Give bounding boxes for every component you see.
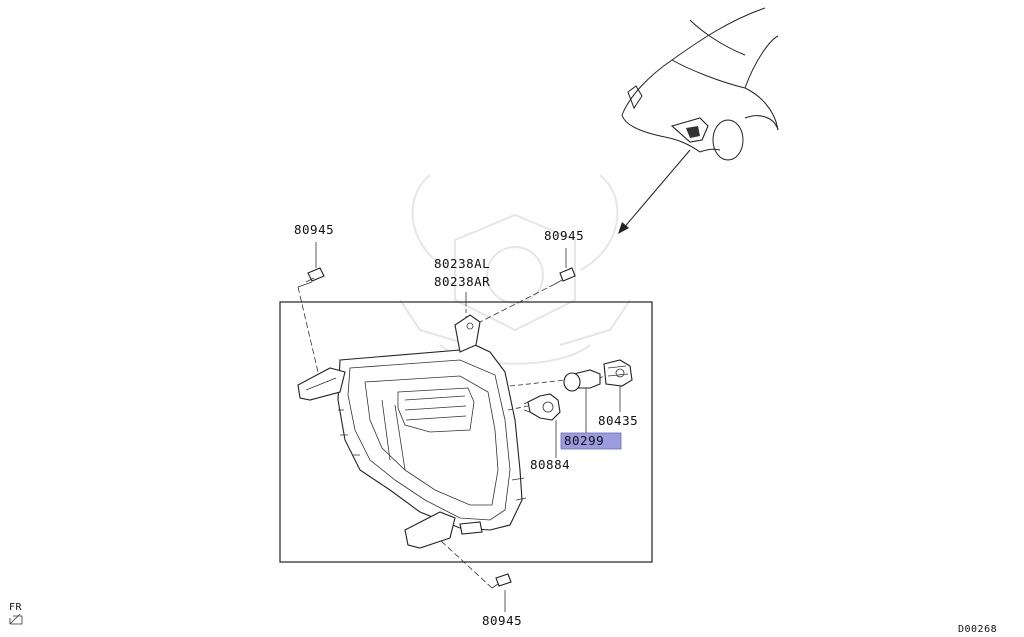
screw-top-right bbox=[554, 267, 576, 285]
direction-label: FR bbox=[9, 602, 23, 613]
label-socket[interactable]: 80435 bbox=[598, 413, 638, 428]
label-lamp-assy-right[interactable]: 80238AR bbox=[434, 274, 490, 289]
label-screw-top-left[interactable]: 80945 bbox=[294, 222, 334, 237]
wedge-bulb bbox=[563, 369, 601, 392]
diagram-code: D00268 bbox=[958, 624, 997, 635]
label-fog-bulb[interactable]: 80884 bbox=[530, 457, 570, 472]
fog-bulb bbox=[523, 393, 561, 421]
leader-lines bbox=[297, 242, 621, 612]
label-screw-bottom[interactable]: 80945 bbox=[482, 613, 522, 628]
leader-arrow bbox=[618, 149, 691, 234]
label-lamp-assy-left[interactable]: 80238AL bbox=[434, 256, 490, 271]
vehicle-outline bbox=[621, 7, 779, 161]
screw-bottom bbox=[491, 573, 512, 589]
front-arrow-icon bbox=[9, 613, 23, 625]
front-direction-indicator: FR bbox=[9, 602, 23, 625]
label-screw-top-right[interactable]: 80945 bbox=[544, 228, 584, 243]
bulb-part-highlight[interactable] bbox=[560, 432, 622, 450]
label-bulb[interactable]: 80299 bbox=[564, 433, 604, 448]
fog-lamp-housing bbox=[297, 314, 527, 549]
screw-top-left bbox=[305, 267, 325, 283]
bulb-socket bbox=[603, 359, 633, 387]
